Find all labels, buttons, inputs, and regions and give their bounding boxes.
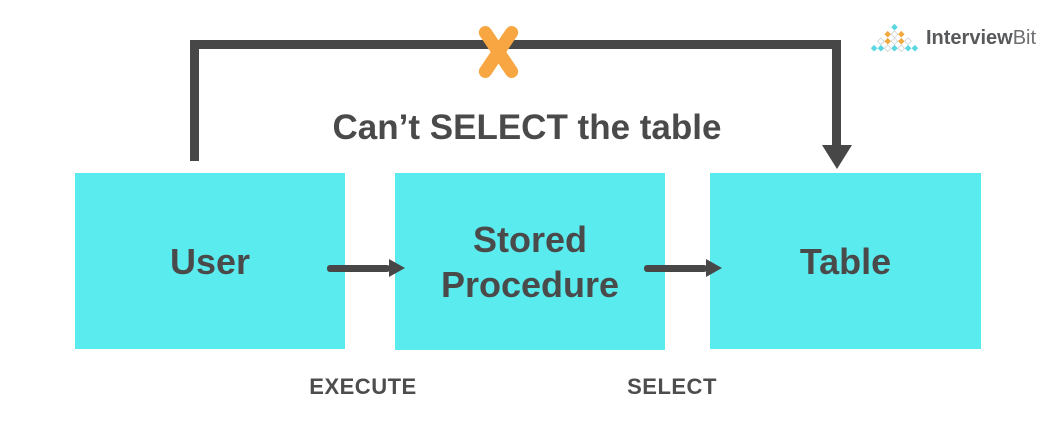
arrow-down-icon bbox=[822, 145, 852, 169]
caption: Can’t SELECT the table bbox=[332, 108, 722, 147]
arrow-right-icon bbox=[706, 259, 722, 277]
execute-label: EXECUTE bbox=[309, 374, 417, 399]
user-box: User bbox=[75, 173, 345, 349]
blocked-path-left-segment bbox=[190, 40, 199, 161]
logo-text-bit: Bit bbox=[1012, 26, 1037, 49]
user-box-label: User bbox=[169, 240, 251, 282]
stored-procedure-box: Stored Procedure bbox=[395, 173, 665, 350]
interviewbit-logo-text: InterviewBit bbox=[926, 27, 1036, 50]
stored-procedure-box-label: Stored Procedure bbox=[440, 218, 620, 305]
interviewbit-logo: InterviewBit bbox=[871, 23, 1036, 53]
blocked-path-right-segment bbox=[832, 40, 841, 146]
execute-arrow-shaft bbox=[327, 265, 390, 272]
arrow-right-icon bbox=[389, 259, 405, 277]
select-arrow-shaft bbox=[644, 265, 707, 272]
logo-text-interview: Interview bbox=[926, 26, 1013, 49]
select-label: SELECT bbox=[627, 374, 717, 399]
blocked-path-top-segment bbox=[190, 40, 841, 49]
table-box: Table bbox=[710, 173, 981, 349]
table-box-label: Table bbox=[799, 240, 892, 282]
interviewbit-logo-mark bbox=[871, 23, 918, 52]
x-mark-icon bbox=[475, 22, 522, 81]
